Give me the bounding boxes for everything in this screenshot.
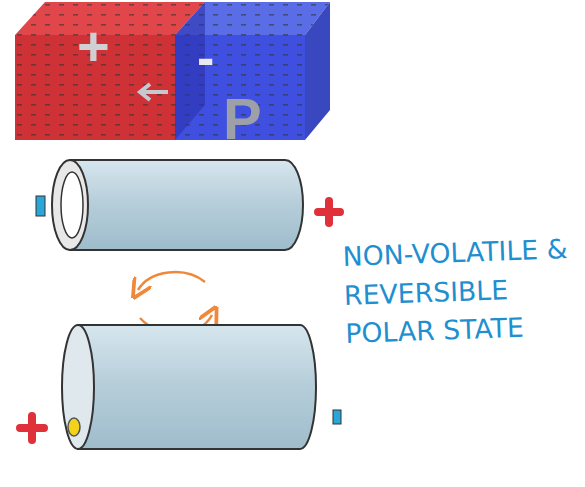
cylinder-bottom — [20, 325, 341, 449]
plus-symbol — [20, 416, 44, 440]
polar-bar — [15, 2, 330, 140]
positive-terminal — [68, 418, 80, 436]
plus-symbol — [318, 201, 340, 223]
cylinder-top — [36, 160, 340, 250]
handwritten-note: NON-VOLATILE & REVERSIBLE POLAR STATE — [342, 230, 585, 355]
polarity-sign: + — [77, 13, 110, 78]
polarity-sign: - — [197, 27, 214, 87]
negative-terminal — [36, 196, 45, 216]
negative-terminal — [333, 410, 341, 424]
polarization-letter: P — [223, 85, 262, 152]
positive-pole: + — [15, 35, 175, 140]
polarization-arrow — [140, 84, 168, 100]
negative-pole: -P — [175, 35, 305, 150]
